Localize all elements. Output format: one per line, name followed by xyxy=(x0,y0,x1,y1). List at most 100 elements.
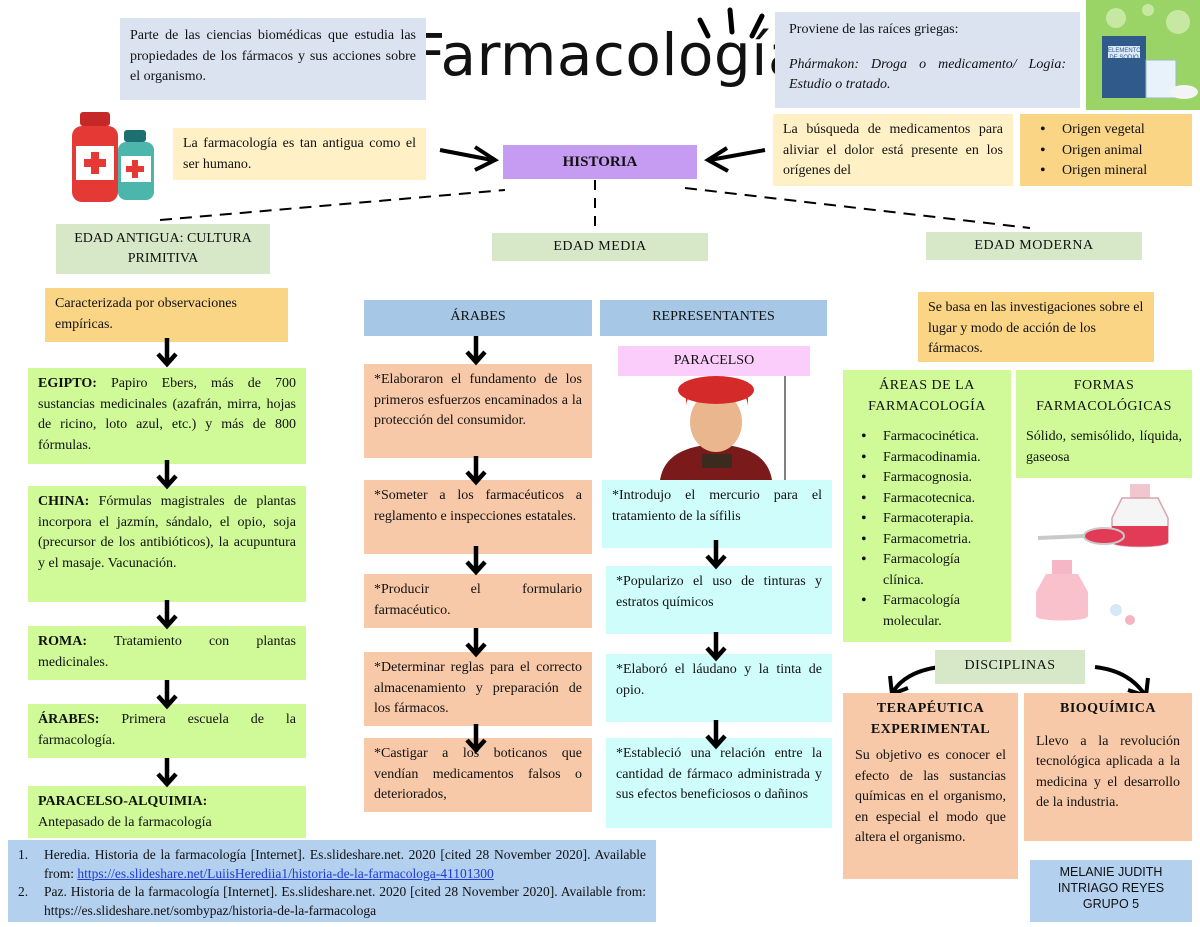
china-text: Fórmulas magistrales de plantas incorpor… xyxy=(38,494,296,571)
arabes-text: Primera escuela de la farmacología. xyxy=(38,712,296,748)
paracelso-item-text: *Elaboró el láudano y la tinta de opio. xyxy=(616,662,822,698)
antigua-item-egipto: EGIPTO: Papiro Ebers, más de 700 sustanc… xyxy=(28,368,306,464)
arabes-header: ÁRABES xyxy=(364,300,592,336)
author-group: GRUPO 5 xyxy=(1082,897,1140,911)
arabes-item: *Determinar reglas para el correcto alma… xyxy=(364,652,592,726)
arrow-down-icon xyxy=(465,546,487,576)
etymology-detail: Phármakon: Droga o medicamento/ Logia: E… xyxy=(789,56,1066,93)
arrow-down-icon xyxy=(465,628,487,658)
areas-box: ÁREAS DE LA FARMACOLOGÍA Farmacocinética… xyxy=(843,370,1011,642)
arrow-down-icon xyxy=(156,600,178,630)
paracelso-header: PARACELSO xyxy=(618,346,810,376)
page-title: Farmacología xyxy=(412,21,804,89)
disciplinas-node: DISCIPLINAS xyxy=(935,650,1085,684)
antigua-intro-text: Caracterizada por observaciones empírica… xyxy=(55,296,237,332)
arrow-down-icon xyxy=(705,632,727,662)
antigua-item-china: CHINA: Fórmulas magistrales de plantas i… xyxy=(28,486,306,602)
origins-box: Origen vegetal Origen animal Origen mine… xyxy=(1020,114,1192,186)
arabes-item-text: *Elaboraron el fundamento de los primero… xyxy=(374,372,582,428)
list-item: Farmacognosia. xyxy=(857,468,1003,489)
paracelso-portrait xyxy=(650,376,782,480)
terapeutica-title: TERAPÉUTICA EXPERIMENTAL xyxy=(870,701,991,737)
arrow-down-icon xyxy=(705,720,727,750)
roma-label: ROMA: xyxy=(38,634,87,649)
moderna-intro-text: Se basa en las investigaciones sobre el … xyxy=(928,300,1144,356)
representantes-header-label: REPRESENTANTES xyxy=(652,309,775,324)
arabes-item: *Someter a los farmacéuticos a reglament… xyxy=(364,480,592,554)
arrow-down-icon xyxy=(156,758,178,788)
paracelso-item-text: *Introdujo el mercurio para el tratamien… xyxy=(612,488,822,524)
arabes-label: ÁRABES: xyxy=(38,712,100,727)
arabes-item: *Producir el formulario farmacéutico. xyxy=(364,574,592,628)
list-item: Farmacotecnica. xyxy=(857,489,1003,510)
list-item: Farmacodinamia. xyxy=(857,448,1003,469)
representantes-header: REPRESENTANTES xyxy=(600,300,827,336)
medicine-bottles-icon xyxy=(72,112,154,202)
paracelso-item: *Introdujo el mercurio para el tratamien… xyxy=(602,480,832,548)
etymology-intro: Proviene de las raíces griegas: xyxy=(789,22,959,37)
list-item: Farmacología molecular. xyxy=(857,591,1003,632)
arabes-item-text: *Castigar a los boticanos que vendían me… xyxy=(374,746,582,802)
chemistry-book-illustration: ELEMENTO DE SODIO xyxy=(1086,0,1200,110)
arabes-item-text: *Determinar reglas para el correcto alma… xyxy=(374,660,582,716)
etymology-box: Proviene de las raíces griegas: Phármako… xyxy=(775,12,1080,108)
areas-title: ÁREAS DE LA FARMACOLOGÍA xyxy=(868,378,986,414)
arrow-down-icon xyxy=(156,680,178,710)
antigua-item-paracelso: PARACELSO-ALQUIMIA: Antepasado de la far… xyxy=(28,786,306,838)
references-box: 1. Heredia. Historia de la farmacología … xyxy=(8,840,656,922)
antigua-intro-box: Caracterizada por observaciones empírica… xyxy=(45,288,288,342)
ancient-note-text: La farmacología es tan antigua como el s… xyxy=(183,136,416,172)
search-note-box: La búsqueda de medicamentos para aliviar… xyxy=(773,114,1013,186)
arrow-down-icon xyxy=(465,336,487,366)
central-node-label: HISTORIA xyxy=(562,154,638,170)
author-box: MELANIE JUDITH INTRIAGO REYES GRUPO 5 xyxy=(1030,860,1192,922)
egipto-label: EGIPTO: xyxy=(38,376,97,391)
era-moderna-label: EDAD MODERNA xyxy=(974,238,1094,253)
paracelso-item: *Estableció una relación entre la cantid… xyxy=(606,738,832,828)
list-item: Farmacología clínica. xyxy=(857,550,1003,591)
arrow-down-icon xyxy=(465,724,487,754)
reference-item: 2. Paz. Historia de la farmacología [Int… xyxy=(18,883,646,920)
reference-text: Heredia. Historia de la farmacología [In… xyxy=(44,847,646,881)
author-name: MELANIE JUDITH INTRIAGO REYES xyxy=(1057,865,1165,895)
era-media-label: EDAD MEDIA xyxy=(553,239,647,254)
reference-number: 1. xyxy=(18,847,29,862)
arrow-down-icon xyxy=(156,338,178,368)
bioquimica-text: Llevo a la revolución tecnológica aplica… xyxy=(1036,733,1180,811)
list-item: Farmacoterapia. xyxy=(857,509,1003,530)
arabes-item: *Castigar a los boticanos que vendían me… xyxy=(364,738,592,812)
book-icon xyxy=(1102,4,1198,99)
era-antigua: EDAD ANTIGUA: CULTURA PRIMITIVA xyxy=(56,224,270,274)
arabes-item-text: *Producir el formulario farmacéutico. xyxy=(374,582,582,618)
arrow-down-icon xyxy=(705,540,727,570)
list-item: Origen mineral xyxy=(1036,161,1182,182)
formas-title: FORMAS FARMACOLÓGICAS xyxy=(1036,378,1172,414)
reference-link[interactable]: https://es.slideshare.net/LuiisHerediia1… xyxy=(77,865,494,881)
era-moderna: EDAD MODERNA xyxy=(926,232,1142,260)
paracelso-item: *Elaboró el láudano y la tinta de opio. xyxy=(606,654,832,722)
list-item: Farmacocinética. xyxy=(857,427,1003,448)
paracelso-label: PARACELSO-ALQUIMIA: xyxy=(38,794,208,809)
arabes-item-text: *Someter a los farmacéuticos a reglament… xyxy=(374,488,582,524)
paracelso-item: *Popularizo el uso de tinturas y estrato… xyxy=(606,566,832,634)
origins-list: Origen vegetal Origen animal Origen mine… xyxy=(1030,120,1182,182)
sparkle-icon xyxy=(697,7,765,39)
search-note-text: La búsqueda de medicamentos para aliviar… xyxy=(783,122,1003,178)
reference-item: 1. Heredia. Historia de la farmacología … xyxy=(18,846,646,883)
bioquimica-box: BIOQUÍMICA Llevo a la revolución tecnoló… xyxy=(1024,693,1192,841)
list-item: Origen animal xyxy=(1036,141,1182,162)
china-label: CHINA: xyxy=(38,494,90,509)
arrow-down-icon xyxy=(156,460,178,490)
arrow-down-icon xyxy=(465,456,487,486)
era-media: EDAD MEDIA xyxy=(492,233,708,261)
list-item: Farmacometria. xyxy=(857,530,1003,551)
moderna-intro-box: Se basa en las investigaciones sobre el … xyxy=(918,292,1154,362)
list-item: Origen vegetal xyxy=(1036,120,1182,141)
era-antigua-label: EDAD ANTIGUA: CULTURA PRIMITIVA xyxy=(74,231,252,266)
disciplinas-label: DISCIPLINAS xyxy=(964,658,1056,673)
definition-text: Parte de las ciencias biomédicas que est… xyxy=(130,28,416,84)
arabes-header-label: ÁRABES xyxy=(450,309,506,324)
egipto-text: Papiro Ebers, más de 700 sustancias medi… xyxy=(38,376,296,453)
terapeutica-box: TERAPÉUTICA EXPERIMENTAL Su objetivo es … xyxy=(843,693,1018,879)
reference-number: 2. xyxy=(18,884,29,899)
